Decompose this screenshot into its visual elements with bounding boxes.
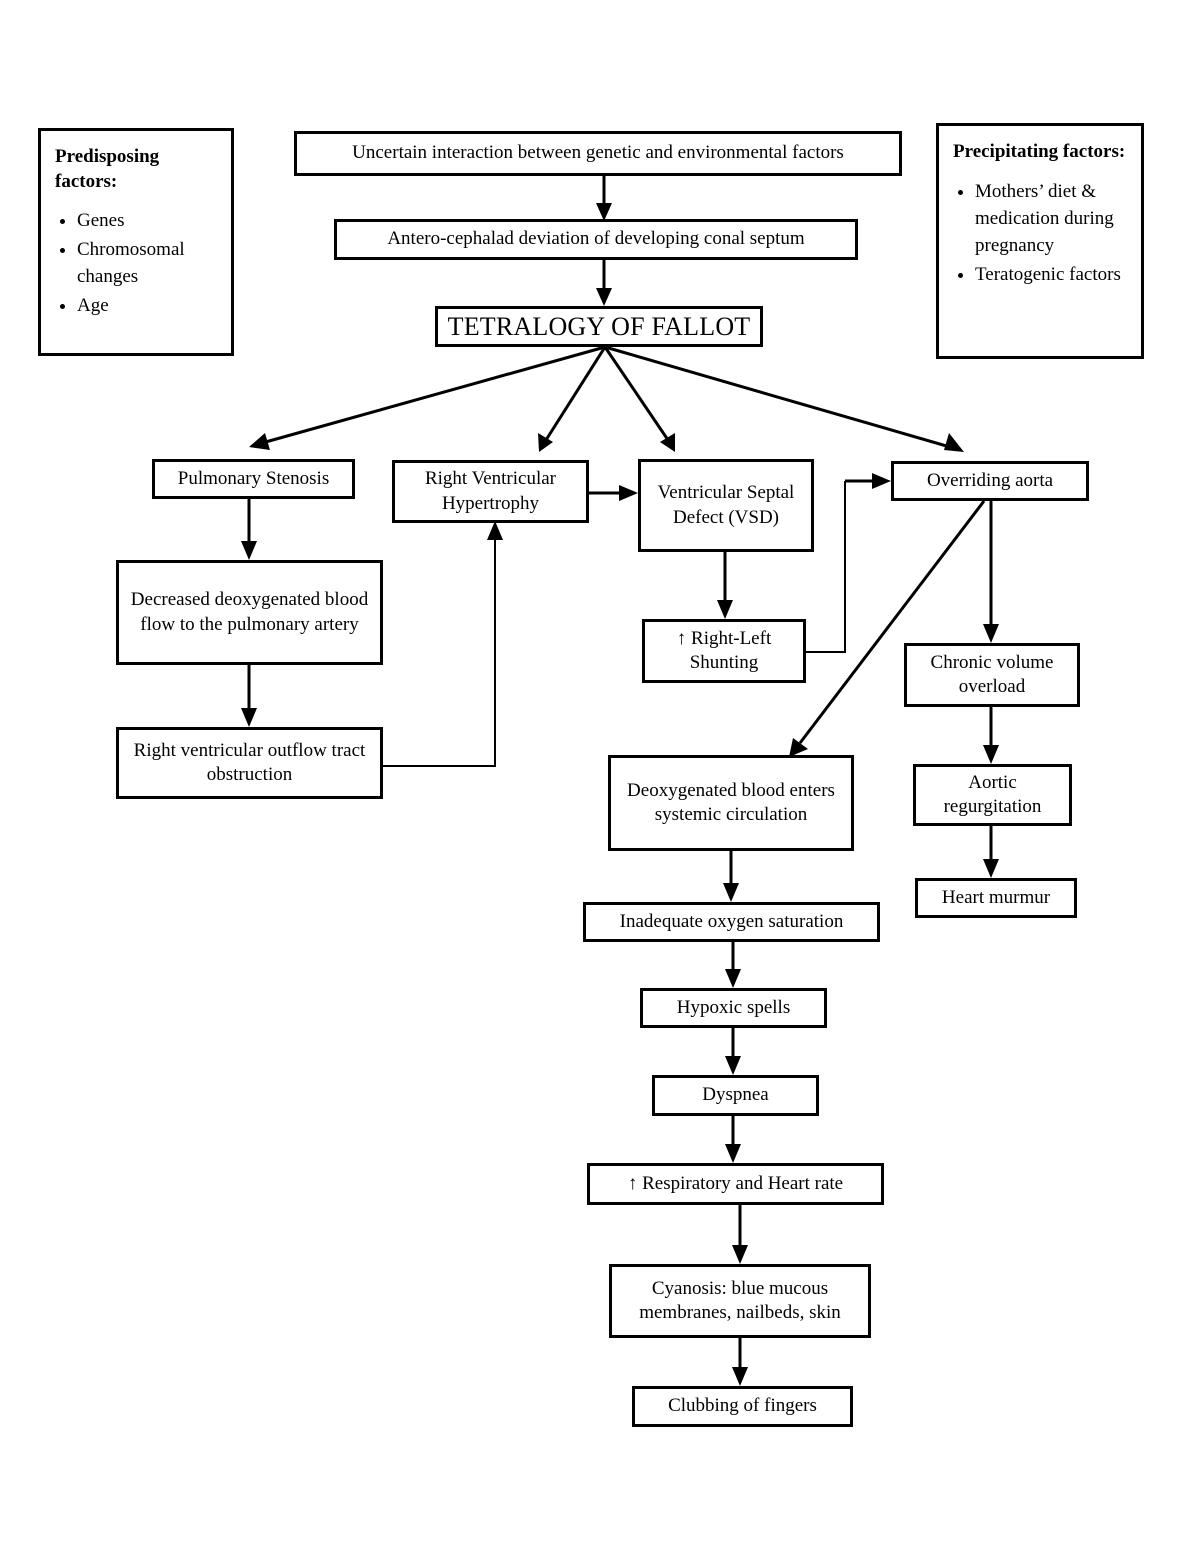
node-label: Right Ventricular Hypertrophy	[424, 468, 557, 514]
arrow-dyspnea-to-respiratory-rate	[725, 1116, 741, 1163]
node-deoxygenated-enters-systemic: Deoxygenated blood enters systemic circu…	[608, 755, 854, 851]
node-label: Dyspnea	[702, 1084, 769, 1106]
node-label: Pulmonary Stenosis	[177, 467, 330, 489]
node-label: Clubbing of fingers	[668, 1395, 817, 1417]
node-antero-cephalad-deviation: Antero-cephalad deviation of developing …	[334, 219, 858, 260]
arrow-rvh-to-vsd	[589, 485, 638, 501]
arrow-uncertain-to-antero	[596, 176, 612, 221]
arrow-aortic-regurgitation-to-heart-murmur	[983, 826, 999, 878]
list-item: Mothers’ diet & medication during pregna…	[975, 179, 1129, 260]
node-label: Antero-cephalad deviation of developing …	[387, 228, 805, 250]
node-label: ↑ Respiratory and Heart rate	[627, 1172, 844, 1194]
node-label: Heart murmur	[941, 886, 1051, 908]
arrow-deoxygenated-systemic-to-inadequate-oxygen	[723, 851, 739, 902]
node-clubbing-of-fingers: Clubbing of fingers	[632, 1386, 853, 1427]
arrow-tetralogy-to-pulmonary-stenosis	[249, 345, 606, 450]
arrow-overriding-aorta-to-chronic-overload	[983, 501, 999, 643]
panel-precipitating-factors: Precipitating factors: Mothers’ diet & m…	[936, 123, 1144, 359]
node-label: Overriding aorta	[926, 469, 1054, 491]
arrow-tetralogy-to-overriding-aorta	[604, 345, 964, 452]
arrow-tetralogy-to-rvh	[538, 346, 607, 452]
list-item: Teratogenic factors	[975, 262, 1129, 289]
arrow-tetralogy-to-vsd	[603, 346, 675, 452]
node-label: Decreased deoxygenated blood flow to the…	[130, 589, 369, 635]
node-label: ↑ Right-Left Shunting	[676, 627, 772, 673]
list-item: Genes	[77, 208, 219, 235]
panel-predisposing-list: Genes Chromosomal changes Age	[55, 208, 219, 320]
node-dyspnea: Dyspnea	[652, 1075, 819, 1116]
node-right-ventricular-hypertrophy: Right Ventricular Hypertrophy	[392, 460, 589, 523]
node-aortic-regurgitation: Aortic regurgitation	[913, 764, 1072, 826]
node-chronic-volume-overload: Chronic volume overload	[904, 643, 1080, 707]
arrow-antero-to-tetralogy	[596, 257, 612, 306]
node-label: Deoxygenated blood enters systemic circu…	[627, 779, 835, 825]
node-label: TETRALOGY OF FALLOT	[447, 311, 751, 341]
node-heart-murmur: Heart murmur	[915, 878, 1077, 918]
node-label: Inadequate oxygen saturation	[619, 910, 844, 932]
arrow-shunting-to-overriding-aorta	[806, 473, 891, 653]
arrow-decreased-flow-to-rvot	[241, 665, 257, 727]
panel-predisposing-factors: Predisposing factors: Genes Chromosomal …	[38, 128, 234, 356]
node-label: Ventricular Septal Defect (VSD)	[657, 482, 795, 528]
node-label: Chronic volume overload	[930, 651, 1054, 697]
node-decreased-deoxygenated-flow: Decreased deoxygenated blood flow to the…	[116, 560, 383, 665]
node-inadequate-oxygen-saturation: Inadequate oxygen saturation	[583, 902, 880, 942]
node-ventricular-septal-defect: Ventricular Septal Defect (VSD)	[638, 459, 814, 552]
arrow-pulmonary-to-decreased-flow	[241, 499, 257, 560]
arrow-overriding-aorta-to-deoxygenated-systemic	[789, 500, 986, 757]
arrow-chronic-overload-to-aortic-regurgitation	[983, 707, 999, 764]
node-label: Aortic regurgitation	[943, 771, 1042, 817]
list-item: Age	[77, 293, 219, 320]
node-uncertain-interaction: Uncertain interaction between genetic an…	[294, 131, 902, 176]
node-label: Hypoxic spells	[676, 996, 791, 1018]
arrow-vsd-to-shunting	[717, 552, 733, 619]
arrow-inadequate-oxygen-to-hypoxic-spells	[725, 942, 741, 988]
panel-precipitating-list: Mothers’ diet & medication during pregna…	[953, 179, 1129, 289]
panel-precipitating-title: Precipitating factors:	[953, 141, 1126, 162]
arrow-respiratory-rate-to-cyanosis	[732, 1205, 748, 1264]
arrow-hypoxic-spells-to-dyspnea	[725, 1028, 741, 1075]
node-hypoxic-spells: Hypoxic spells	[640, 988, 827, 1028]
node-cyanosis: Cyanosis: blue mucous membranes, nailbed…	[609, 1264, 871, 1338]
arrow-cyanosis-to-clubbing	[732, 1338, 748, 1386]
node-respiratory-heart-rate: ↑ Respiratory and Heart rate	[587, 1163, 884, 1205]
node-pulmonary-stenosis: Pulmonary Stenosis	[152, 459, 355, 499]
node-right-left-shunting: ↑ Right-Left Shunting	[642, 619, 806, 683]
node-label: Uncertain interaction between genetic an…	[352, 142, 844, 164]
list-item: Chromosomal changes	[77, 237, 219, 291]
node-rvot-obstruction: Right ventricular outflow tract obstruct…	[116, 727, 383, 799]
node-overriding-aorta: Overriding aorta	[891, 461, 1089, 501]
arrow-rvot-to-rvh	[383, 521, 503, 767]
node-tetralogy-of-fallot: TETRALOGY OF FALLOT	[435, 306, 763, 347]
node-label: Cyanosis: blue mucous membranes, nailbed…	[639, 1277, 841, 1323]
node-label: Right ventricular outflow tract obstruct…	[133, 739, 366, 785]
panel-predisposing-title: Predisposing factors:	[55, 146, 160, 192]
